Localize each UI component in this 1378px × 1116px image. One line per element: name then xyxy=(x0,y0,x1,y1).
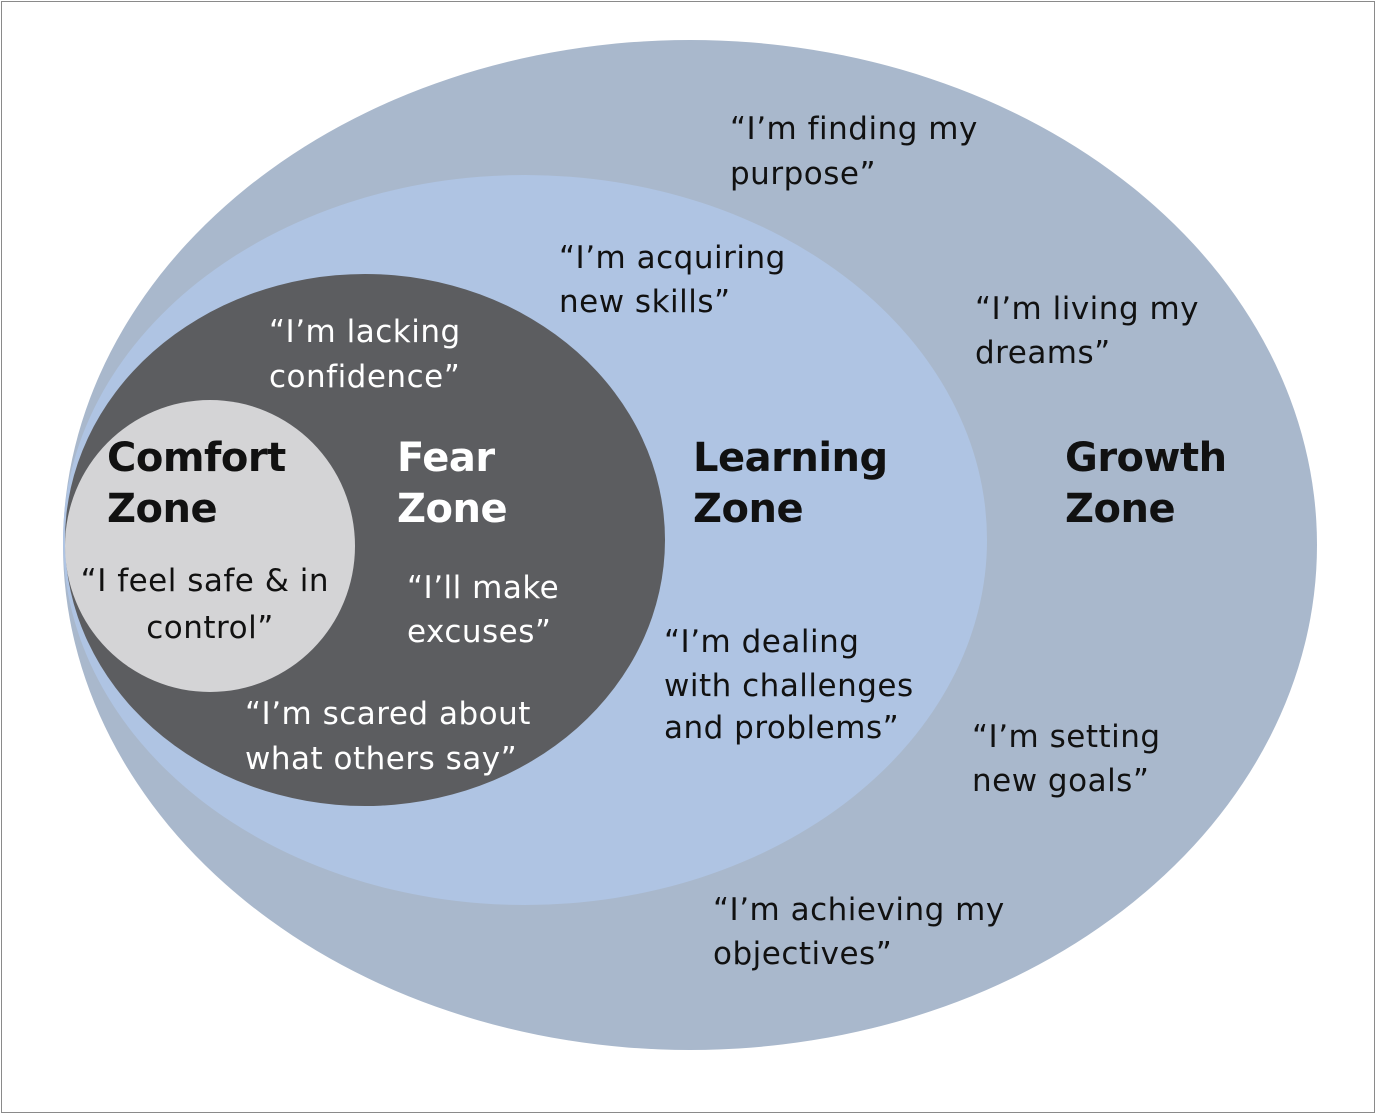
fear-zone-title: Fear Zone xyxy=(397,435,508,532)
comfort-quote-safe: “I feel safe & in control” xyxy=(81,563,340,646)
fear-quote-confidence: “I’m lacking confidence” xyxy=(269,314,471,395)
growth-zone-title: Growth Zone xyxy=(1065,435,1240,532)
fear-quote-others: “I’m scared about what others say” xyxy=(245,696,541,777)
learning-quote-skills: “I’m acquiring new skills” xyxy=(559,240,796,320)
growth-quote-goals: “I’m setting new goals” xyxy=(972,719,1171,799)
comfort-zone-title: Comfort Zone xyxy=(107,435,299,532)
growth-quote-objectives: “I’m achieving my objectives” xyxy=(713,892,1015,972)
learning-zone-title: Learning Zone xyxy=(693,435,901,532)
comfort-zone-ellipse xyxy=(65,400,355,692)
growth-quote-purpose: “I’m finding my purpose” xyxy=(730,111,988,192)
fear-quote-excuses: “I’ll make excuses” xyxy=(407,570,570,650)
learning-quote-challenges: “I’m dealing with challenges and problem… xyxy=(664,624,924,746)
growth-quote-dreams: “I’m living my dreams” xyxy=(975,291,1209,371)
